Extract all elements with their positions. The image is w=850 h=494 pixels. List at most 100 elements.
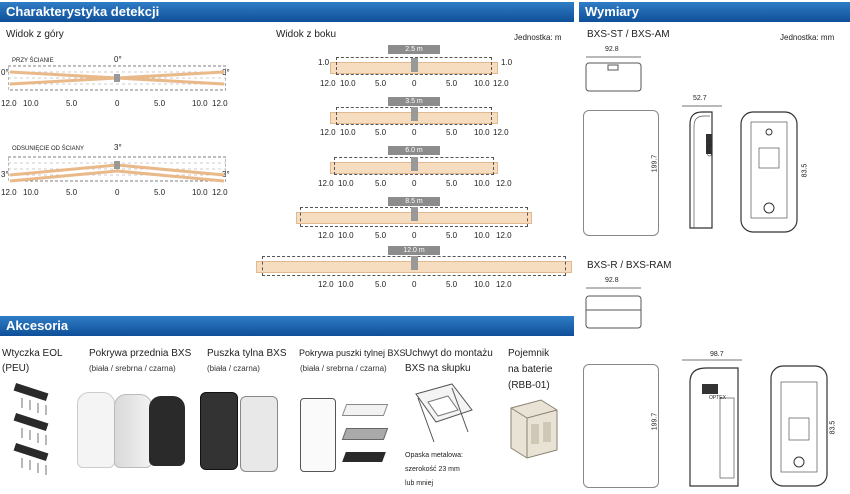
height-tag-5: 12.0 m <box>388 246 440 255</box>
side-range-1 <box>336 57 492 75</box>
dimensions-header: Wymiary <box>579 2 850 22</box>
acc-battery-title2: na baterie <box>508 364 553 375</box>
cover-plate-white-image <box>341 404 389 416</box>
cover-plate-black-image <box>342 452 386 462</box>
battery-box-image <box>510 399 558 459</box>
side2-tick-0: 12.0 <box>320 128 336 137</box>
offwall-tick-6: 12.0 <box>212 188 228 197</box>
side5-tick-0: 12.0 <box>318 280 334 289</box>
wall-angle-left: 0° <box>1 68 9 77</box>
offwall-tick-0: 12.0 <box>1 188 17 197</box>
side-sensor-1 <box>411 58 418 72</box>
side5-tick-5: 10.0 <box>474 280 490 289</box>
a-brand: OPTEX <box>707 139 714 157</box>
acc-backbox-subtitle: (biała / czarna) <box>207 364 260 373</box>
strap-note-1: Opaska metalowa: <box>405 452 463 459</box>
side1-tick-5: 10.0 <box>474 79 490 88</box>
strap-note-3: lub mniej <box>405 480 434 487</box>
b-depth-value: 98.7 <box>710 351 724 358</box>
side-left-value: 1.0 <box>318 58 330 67</box>
top-view-title: Widok z góry <box>6 29 64 40</box>
backbox-black-image <box>200 392 238 470</box>
backbox-cover-image <box>300 398 336 472</box>
offwall-angle-left: 3° <box>1 170 9 179</box>
side2-tick-5: 10.0 <box>474 128 490 137</box>
side5-tick-3: 0 <box>412 280 417 289</box>
model-a-title: BXS-ST / BXS-AM <box>587 29 670 40</box>
side-sensor-3 <box>411 157 418 171</box>
side1-tick-6: 12.0 <box>493 79 509 88</box>
acc-pole-bracket-title: Uchwyt do montażu <box>405 348 493 359</box>
side3-tick-3: 0 <box>412 179 417 188</box>
wall-tick-0: 12.0 <box>1 99 17 108</box>
acc-battery-title: Pojemnik <box>508 348 550 359</box>
front-cover-silver-image <box>114 394 152 468</box>
side1-tick-2: 5.0 <box>375 79 387 88</box>
height-tag-3: 6.0 m <box>388 146 440 155</box>
cover-plate-silver-image <box>341 428 389 440</box>
wall-tick-3: 0 <box>115 99 120 108</box>
a-height-value: 199.7 <box>651 154 659 173</box>
side2-tick-6: 12.0 <box>493 128 509 137</box>
side-sensor-4 <box>411 207 418 221</box>
side-sensor-2 <box>411 107 418 121</box>
offwall-tick-2: 5.0 <box>66 188 78 197</box>
b-height-value: 199.7 <box>651 412 659 431</box>
a-front-view <box>583 110 659 236</box>
front-cover-black-image <box>149 396 185 466</box>
side4-tick-3: 0 <box>412 231 417 240</box>
acc-eol-title: Wtyczka EOL <box>2 348 63 359</box>
a-side-view <box>682 105 722 229</box>
side2-tick-1: 10.0 <box>340 128 356 137</box>
offwall-tick-1: 10.0 <box>23 188 39 197</box>
wall-tick-4: 5.0 <box>154 99 166 108</box>
a-back-view <box>740 111 798 233</box>
side5-tick-4: 5.0 <box>446 280 458 289</box>
b-brand: OPTEX <box>709 395 726 401</box>
unit-label: Jednostka: m <box>514 33 562 42</box>
side4-tick-1: 10.0 <box>338 231 354 240</box>
a-top-view <box>585 56 642 92</box>
acc-front-cover-title: Pokrywa przednia BXS <box>89 348 192 359</box>
offwall-label: ODSUNIĘCIE OD ŚCIANY <box>12 146 85 152</box>
wall-pattern <box>8 65 226 91</box>
side-right-value: 1.0 <box>501 58 513 67</box>
height-tag-4: 8.5 m <box>388 197 440 206</box>
backbox-white-image <box>240 396 278 472</box>
b-back-view <box>770 365 828 487</box>
side-sensor-5 <box>411 256 418 270</box>
side3-tick-4: 5.0 <box>446 179 458 188</box>
side2-tick-4: 5.0 <box>446 128 458 137</box>
b-side-view <box>682 359 742 487</box>
side4-tick-2: 5.0 <box>375 231 387 240</box>
side3-tick-6: 12.0 <box>496 179 512 188</box>
wall-label: PRZY ŚCIANIE <box>12 58 54 64</box>
acc-backbox-cover-subtitle: (biała / srebrna / czarna) <box>300 364 387 373</box>
acc-eol-subtitle: (PEU) <box>2 363 30 374</box>
side4-tick-4: 5.0 <box>446 231 458 240</box>
acc-backbox-title: Puszka tylna BXS <box>207 348 287 359</box>
eol-plug-image <box>13 382 49 475</box>
a-mount-value: 83.5 <box>801 163 809 178</box>
side3-tick-2: 5.0 <box>375 179 387 188</box>
acc-backbox-cover-title: Pokrywa puszki tylnej BXS <box>299 348 406 358</box>
height-tag-2: 3.5 m <box>388 97 440 106</box>
offwall-tick-5: 10.0 <box>192 188 208 197</box>
side5-tick-2: 5.0 <box>375 280 387 289</box>
b-width-value: 92.8 <box>605 277 619 284</box>
side4-tick-6: 12.0 <box>496 231 512 240</box>
side1-tick-3: 0 <box>412 79 417 88</box>
wall-tick-1: 10.0 <box>23 99 39 108</box>
wall-angle-right: 0° <box>222 68 230 77</box>
acc-battery-title3: (RBB-01) <box>508 380 550 391</box>
side1-tick-1: 10.0 <box>340 79 356 88</box>
pole-bracket-image <box>415 383 473 443</box>
side2-tick-2: 5.0 <box>375 128 387 137</box>
b-mount-value: 83.5 <box>829 420 837 435</box>
accessories-header: Akcesoria <box>0 316 574 336</box>
b-front-view <box>583 364 659 488</box>
height-tag-1: 2.5 m <box>388 45 440 54</box>
a-depth-value: 52.7 <box>693 95 707 102</box>
dimensions-unit: Jednostka: mm <box>780 33 835 42</box>
side5-tick-1: 10.0 <box>338 280 354 289</box>
